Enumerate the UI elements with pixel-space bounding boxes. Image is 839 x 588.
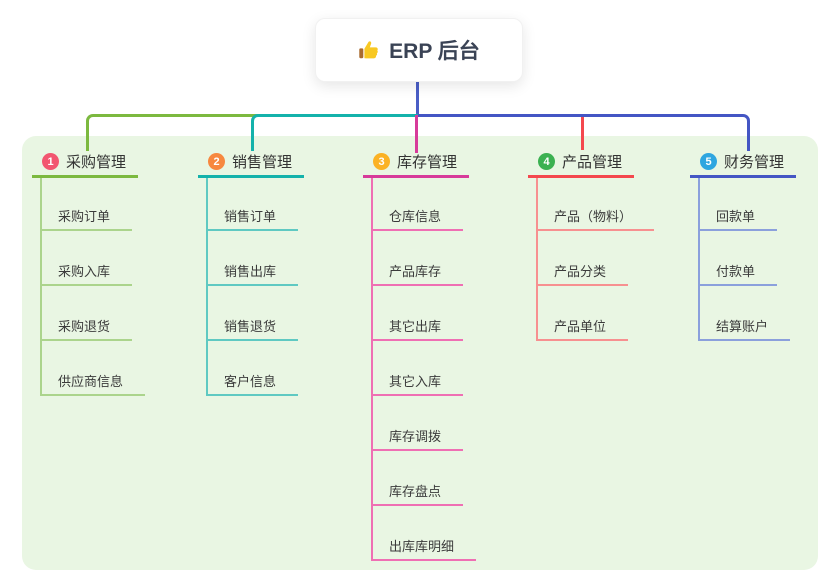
branch-node-2[interactable]: 2 销售管理 xyxy=(198,148,305,178)
branch-title-2: 销售管理 xyxy=(232,154,293,171)
branch-4-tree-line xyxy=(536,178,538,341)
child-node[interactable]: 客户信息 xyxy=(206,370,299,396)
child-node[interactable]: 付款单 xyxy=(698,260,778,286)
child-node[interactable]: 库存盘点 xyxy=(371,480,464,506)
branch-badge-4: 4 xyxy=(538,153,555,170)
child-node[interactable]: 供应商信息 xyxy=(40,370,146,396)
child-node[interactable]: 采购订单 xyxy=(40,205,133,231)
branch-badge-2: 2 xyxy=(208,153,225,170)
branch-1-tree-line xyxy=(40,178,42,396)
branch-node-5[interactable]: 5 财务管理 xyxy=(690,148,797,178)
branch-5-tree-line xyxy=(698,178,700,341)
child-node[interactable]: 仓库信息 xyxy=(371,205,464,231)
branch-title-4: 产品管理 xyxy=(562,154,623,171)
child-node[interactable]: 产品分类 xyxy=(536,260,629,286)
thumbs-up-icon xyxy=(358,39,380,61)
child-node[interactable]: 销售出库 xyxy=(206,260,299,286)
child-node[interactable]: 采购退货 xyxy=(40,315,133,341)
child-node[interactable]: 出库库明细 xyxy=(371,535,477,561)
branches-panel xyxy=(22,136,818,570)
child-node[interactable]: 产品库存 xyxy=(371,260,464,286)
root-node-erp[interactable]: ERP 后台 xyxy=(315,18,523,82)
child-node[interactable]: 结算账户 xyxy=(698,315,791,341)
child-node[interactable]: 其它出库 xyxy=(371,315,464,341)
child-node[interactable]: 库存调拨 xyxy=(371,425,464,451)
branch-node-3[interactable]: 3 库存管理 xyxy=(363,148,470,178)
branch-3-connector xyxy=(415,115,418,153)
branch-badge-5: 5 xyxy=(700,153,717,170)
branch-badge-1: 1 xyxy=(42,153,59,170)
branch-title-5: 财务管理 xyxy=(724,154,785,171)
branch-badge-3: 3 xyxy=(373,153,390,170)
branch-2-connector xyxy=(251,114,418,151)
child-node[interactable]: 销售退货 xyxy=(206,315,299,341)
branch-title-3: 库存管理 xyxy=(397,154,458,171)
branch-node-4[interactable]: 4 产品管理 xyxy=(528,148,635,178)
child-node[interactable]: 销售订单 xyxy=(206,205,299,231)
child-node[interactable]: 产品（物料） xyxy=(536,205,655,231)
branch-title-1: 采购管理 xyxy=(66,154,127,171)
branch-4-connector xyxy=(581,117,584,150)
root-node-label: ERP 后台 xyxy=(389,40,480,63)
child-node[interactable]: 回款单 xyxy=(698,205,778,231)
child-node[interactable]: 产品单位 xyxy=(536,315,629,341)
branch-3-tree-line xyxy=(371,178,373,561)
child-node[interactable]: 采购入库 xyxy=(40,260,133,286)
branch-5-connector xyxy=(418,114,750,151)
branch-2-tree-line xyxy=(206,178,208,396)
branch-node-1[interactable]: 1 采购管理 xyxy=(32,148,139,178)
child-node[interactable]: 其它入库 xyxy=(371,370,464,396)
root-connector-line xyxy=(416,82,419,115)
